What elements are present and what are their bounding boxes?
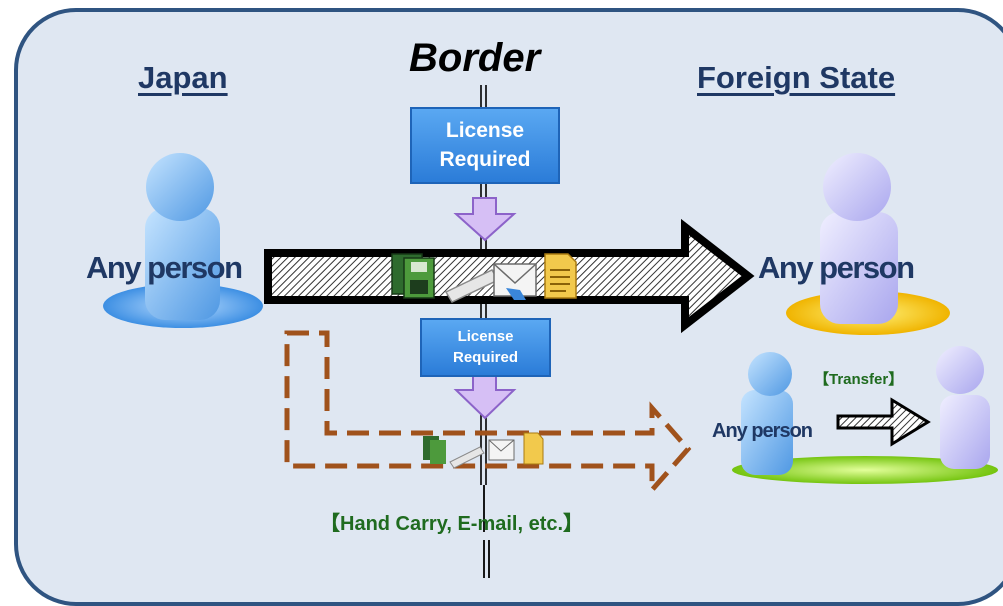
receiver-person-icon [786,153,950,335]
sender-person-icon [103,153,263,328]
transfer-person-label: Any person [712,420,813,442]
border-title: Border [409,36,541,80]
document-icon [544,253,577,299]
license-required-top: License Required [410,107,560,184]
license-required-bottom: License Required [420,318,551,377]
right-region-label: Foreign State [697,60,896,95]
transfer-arrow [836,397,931,447]
receiver-label: Any person [758,250,915,285]
hand-carry-arrow [284,330,692,497]
small-media-icons [423,432,544,469]
down-arrow-icon [453,197,517,420]
email-icon [493,263,537,300]
sender-label: Any person [86,250,243,285]
license-required-bottom-text: License Required [452,328,518,366]
method-label: 【Hand Carry, E-mail, etc.】 [320,513,584,535]
floppy-disk-icon [391,253,435,299]
license-required-top-text: License Required [439,119,531,171]
transfer-label: 【Transfer】 [814,371,904,388]
transfer-scene [732,346,998,484]
left-region-label: Japan [138,60,228,95]
